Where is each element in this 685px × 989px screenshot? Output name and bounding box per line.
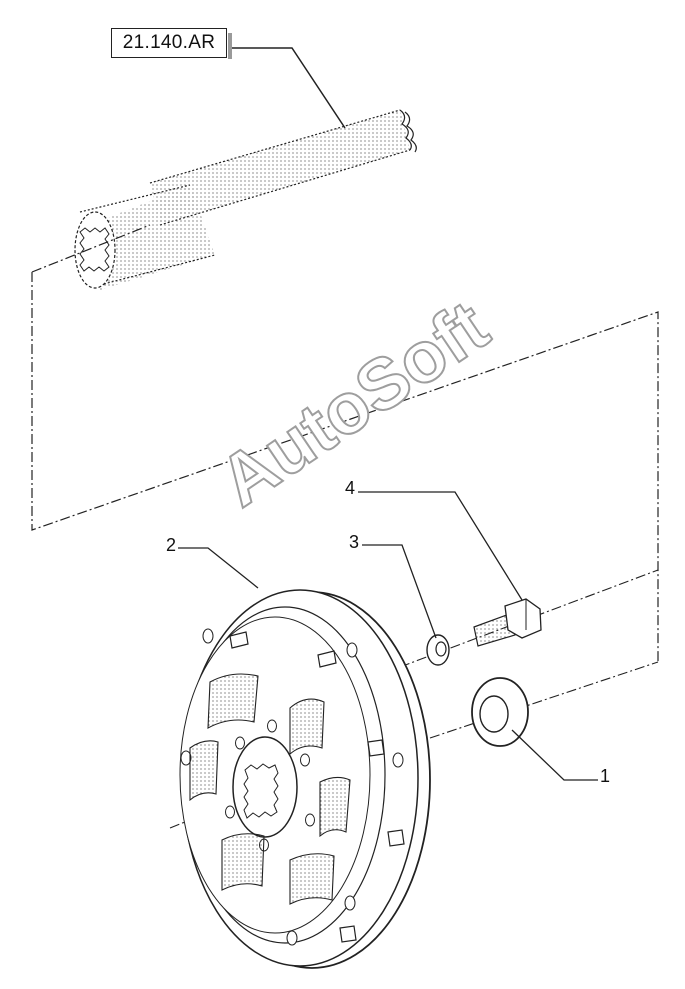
callout-3: 3 bbox=[349, 532, 360, 552]
reference-label[interactable]: 21.140.AR bbox=[111, 28, 232, 59]
alignment-outline bbox=[31, 224, 659, 662]
small-washer bbox=[426, 634, 450, 666]
callout-4: 4 bbox=[345, 478, 356, 498]
centerline-washer bbox=[429, 661, 659, 739]
bolt bbox=[473, 598, 542, 647]
callout-leader-4 bbox=[358, 491, 523, 601]
input-shaft bbox=[74, 109, 417, 290]
damper-springs bbox=[189, 673, 351, 905]
flat-washer bbox=[471, 677, 529, 747]
damper-disc bbox=[179, 589, 431, 969]
callout-leader-1 bbox=[511, 729, 598, 781]
callout-2: 2 bbox=[166, 535, 177, 555]
reference-label-text: 21.140.AR bbox=[122, 32, 216, 53]
reference-leader-line bbox=[228, 47, 346, 129]
callout-1: 1 bbox=[600, 766, 611, 786]
callout-leader-2 bbox=[178, 547, 259, 589]
callout-leader-3 bbox=[362, 544, 437, 639]
